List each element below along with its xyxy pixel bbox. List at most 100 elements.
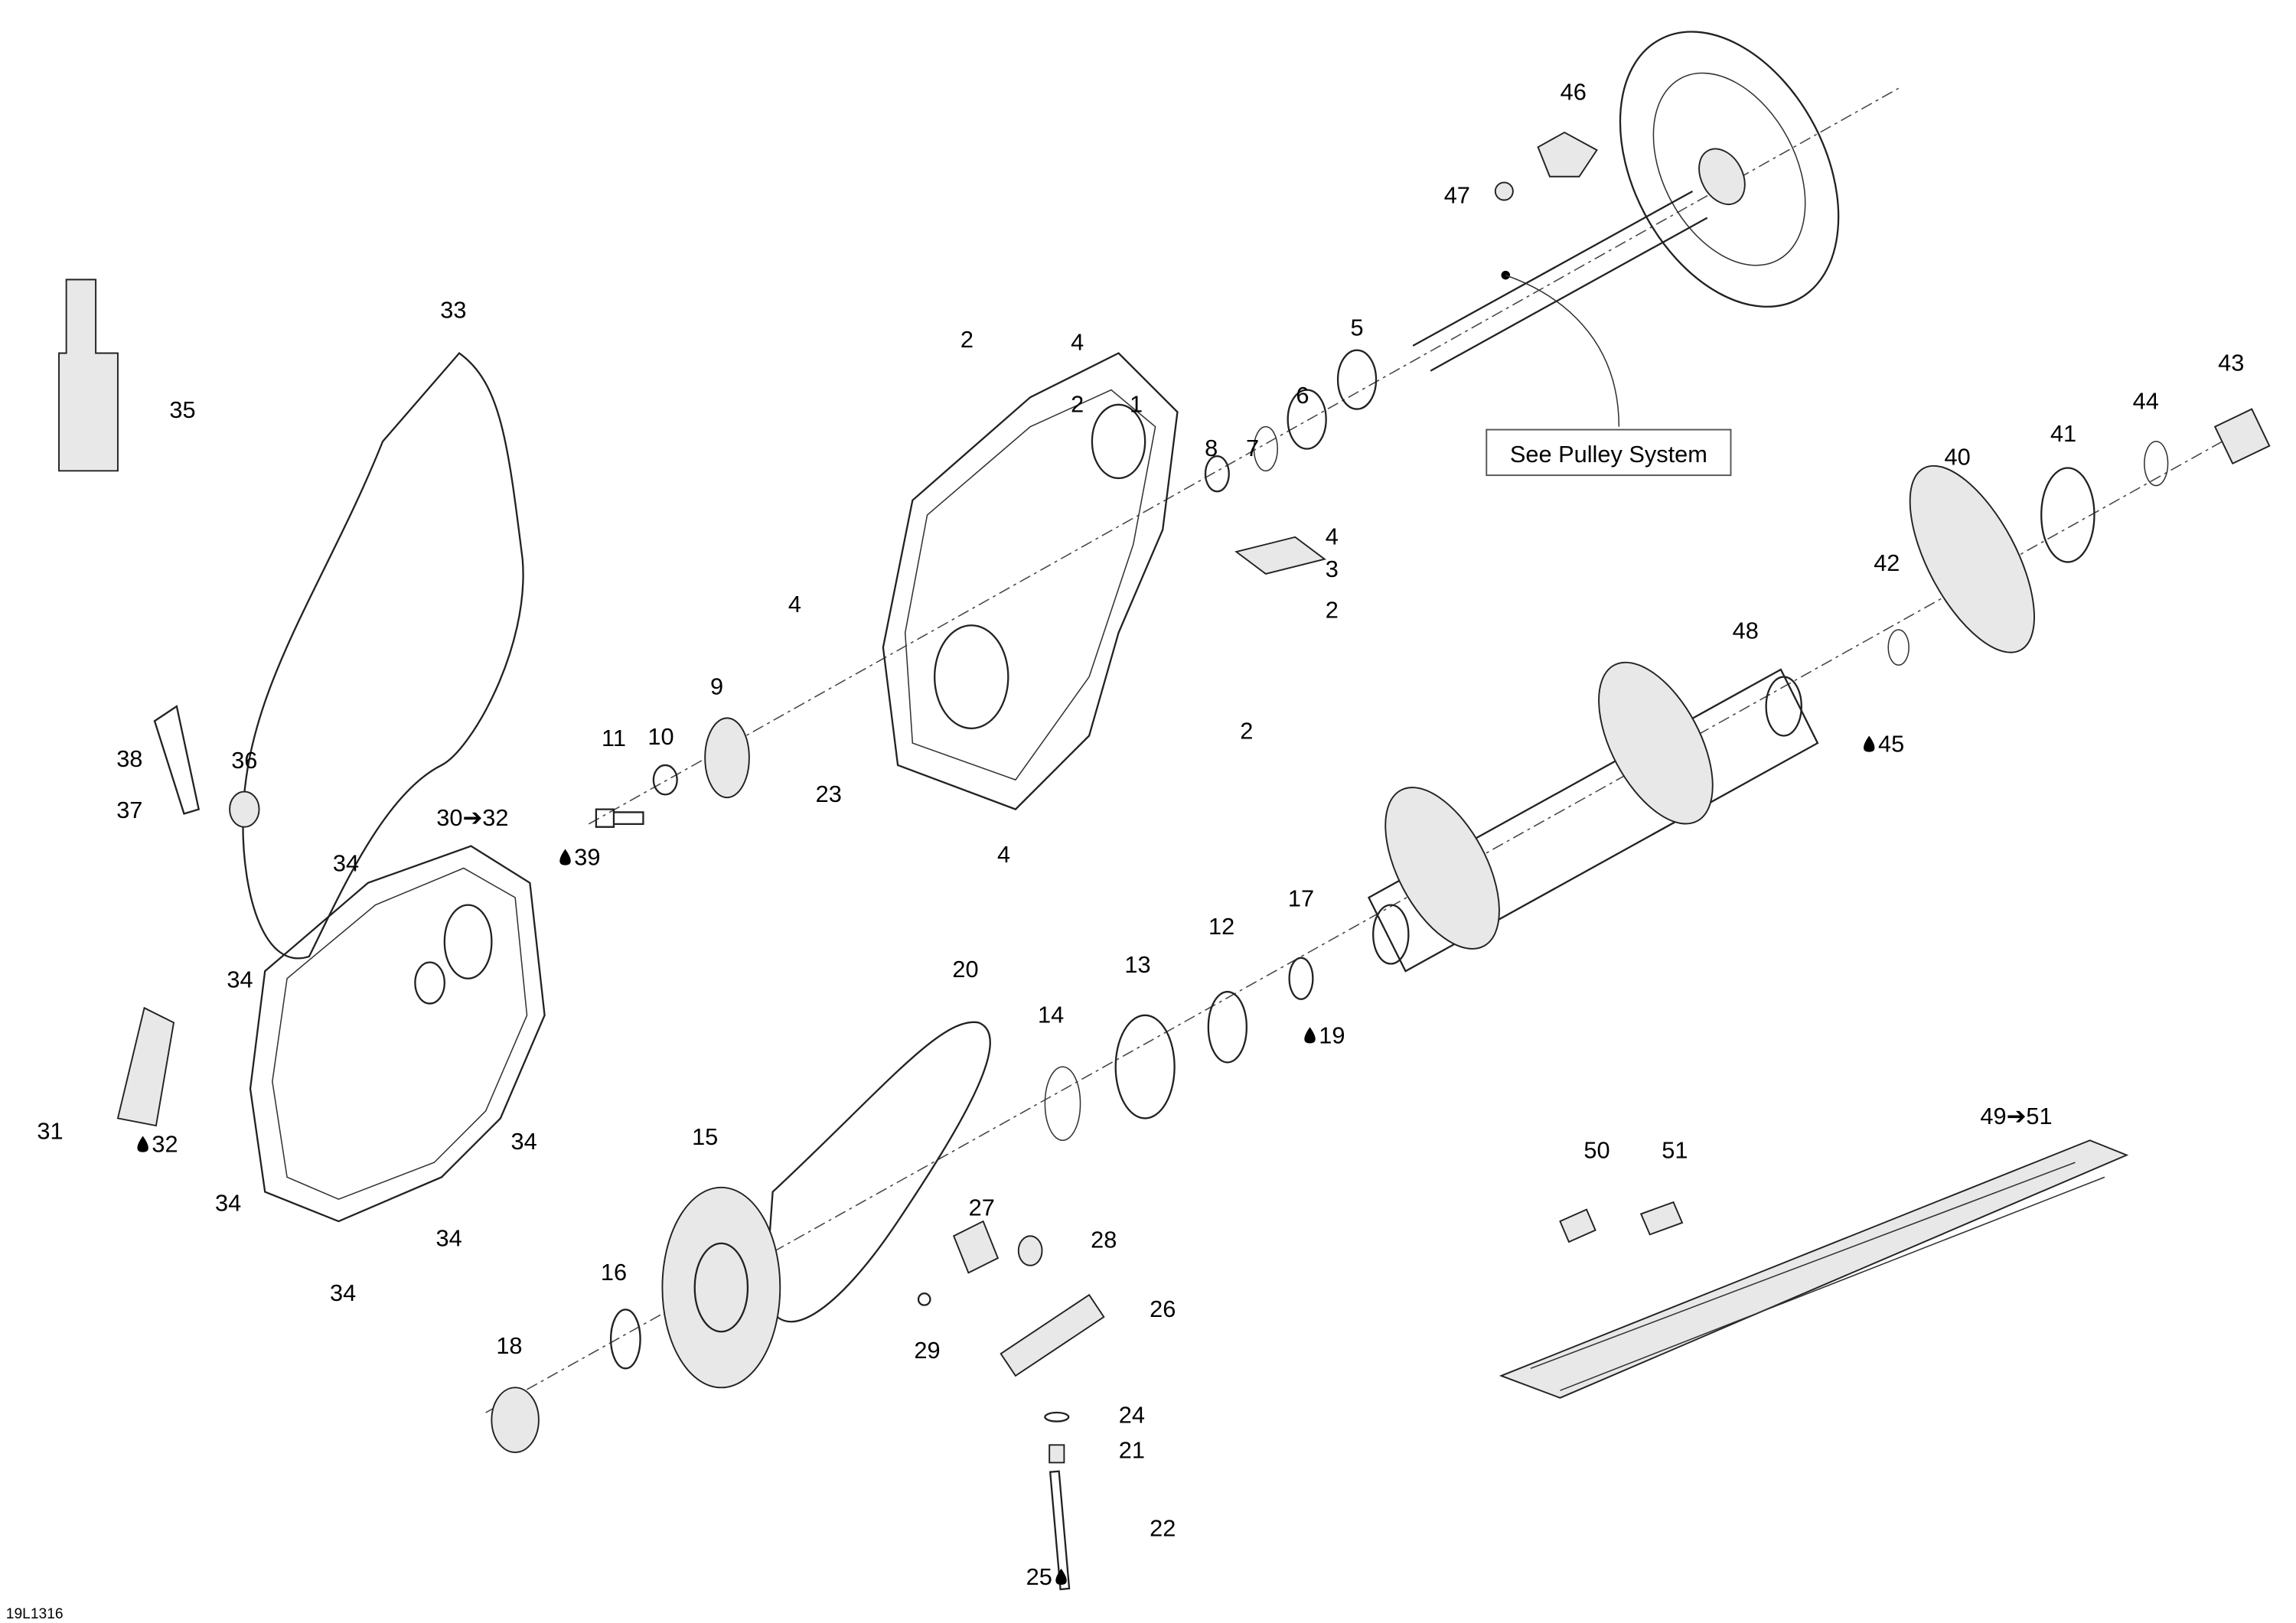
callout-40: 40 <box>1945 444 1971 471</box>
circlip-16 <box>609 1309 641 1370</box>
see-pulley-system-box <box>1486 429 1732 477</box>
bushing-21 <box>1049 1444 1065 1464</box>
tensioner-arm-26 <box>1000 1293 1105 1377</box>
callout-20: 20 <box>952 956 978 983</box>
gear-9 <box>704 717 750 799</box>
callout-17: 17 <box>1288 885 1314 912</box>
callout-14: 14 <box>1038 1001 1064 1028</box>
o-ring-17 <box>1288 957 1314 1000</box>
callout-30-32: 30➔32 <box>436 804 508 831</box>
callout-33: 33 <box>440 296 466 323</box>
circlip-14 <box>1044 1066 1081 1142</box>
callout-9: 9 <box>710 673 723 700</box>
callout-44: 44 <box>2133 388 2159 415</box>
nut-47 <box>1494 181 1514 201</box>
lubricant-drop-icon <box>559 849 571 865</box>
spacer-18 <box>491 1387 540 1453</box>
callout-22: 22 <box>1150 1515 1176 1542</box>
oil-bottle-35 <box>58 279 119 472</box>
callout-34: 34 <box>333 849 359 876</box>
callout-50: 50 <box>1583 1136 1609 1163</box>
callout-49-51: 49➔51 <box>1980 1103 2052 1129</box>
callout-21: 21 <box>1119 1437 1145 1464</box>
callout-3: 3 <box>1326 556 1339 582</box>
lubricant-drop-icon <box>137 1136 148 1152</box>
ring-42 <box>1887 629 1910 666</box>
callout-16: 16 <box>601 1259 627 1286</box>
sprocket-hub <box>693 1242 749 1333</box>
lubricant-drop-icon <box>1304 1027 1316 1044</box>
callout-8: 8 <box>1205 435 1218 461</box>
callout-4: 4 <box>788 591 801 618</box>
callout-1: 1 <box>1130 390 1143 417</box>
callout-29: 29 <box>914 1337 940 1364</box>
callout-46: 46 <box>1561 79 1587 106</box>
bearing-flange-40 <box>1909 464 2035 653</box>
callout-2: 2 <box>1326 597 1339 624</box>
callout-35: 35 <box>169 396 195 423</box>
callout-37: 37 <box>116 797 142 823</box>
washer-24 <box>1044 1411 1070 1423</box>
callout-41: 41 <box>2050 420 2076 447</box>
plate-3 <box>1234 536 1326 575</box>
callout-4: 4 <box>997 841 1010 868</box>
bearing-5 <box>1336 349 1378 410</box>
callout-39: 39 <box>574 844 600 871</box>
clip-50 <box>1559 1208 1596 1243</box>
callout-7: 7 <box>1246 435 1259 461</box>
callout-11: 11 <box>602 725 626 751</box>
callout-5: 5 <box>1351 314 1364 341</box>
dipstick-31 <box>116 1006 175 1127</box>
seal-8 <box>1204 455 1230 493</box>
circlip-44 <box>2144 441 2169 487</box>
callout-13: 13 <box>1124 951 1150 978</box>
callout-48: 48 <box>1733 618 1759 644</box>
hose-38 <box>153 705 201 815</box>
callout-34: 34 <box>435 1225 461 1252</box>
lubricant-drop-icon <box>1055 1568 1067 1586</box>
callout-43: 43 <box>2218 350 2244 376</box>
callout-34: 34 <box>330 1279 356 1306</box>
callout-28: 28 <box>1091 1227 1117 1253</box>
callout-4: 4 <box>1071 329 1084 356</box>
callout-51: 51 <box>1662 1136 1688 1163</box>
ring-29 <box>917 1292 931 1306</box>
callout-19: 19 <box>1319 1022 1345 1048</box>
chaincase-cover-30 <box>249 845 546 1223</box>
circlip-7 <box>1253 425 1278 472</box>
diagram-code: 19L1316 <box>6 1606 64 1622</box>
track-cleats-49 <box>1499 1139 2129 1399</box>
plug-36 <box>229 790 260 828</box>
callout-31: 31 <box>37 1117 63 1144</box>
callout-26: 26 <box>1150 1295 1176 1322</box>
drive-axle-48 <box>1367 661 1819 973</box>
callout-32: 32 <box>152 1131 178 1158</box>
driven-pulley <box>1412 31 1840 372</box>
callout-47: 47 <box>1444 181 1470 208</box>
gasket-33 <box>242 351 524 960</box>
callout-34: 34 <box>511 1128 537 1155</box>
callout-10: 10 <box>647 723 673 750</box>
callout-36: 36 <box>231 747 257 774</box>
seal-41 <box>2040 467 2095 563</box>
tensioner-27 <box>952 1220 1000 1274</box>
chain-20 <box>764 1021 991 1323</box>
callout-15: 15 <box>692 1123 718 1150</box>
track-cleats-detail <box>1530 1162 2105 1391</box>
bolt-11 <box>595 808 644 828</box>
pin-22 <box>1049 1470 1071 1591</box>
callout-6: 6 <box>1296 382 1309 409</box>
clip-51 <box>1639 1201 1684 1236</box>
upper-shaft-axis <box>588 87 1900 825</box>
callout-25: 25 <box>1026 1563 1052 1590</box>
callout-27: 27 <box>969 1194 995 1221</box>
callout-4: 4 <box>1326 523 1339 549</box>
callout-23: 23 <box>816 781 842 807</box>
reference-leader <box>1505 274 1620 427</box>
bushing-28 <box>1017 1235 1043 1266</box>
callout-42: 42 <box>1874 549 1900 576</box>
callout-24: 24 <box>1119 1401 1145 1428</box>
callout-18: 18 <box>496 1332 522 1359</box>
